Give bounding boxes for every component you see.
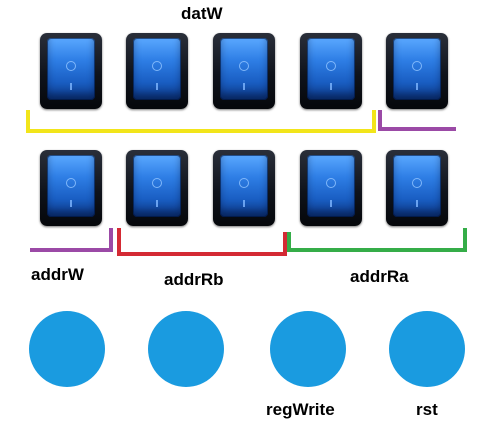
power-i-icon [156,83,158,90]
datw-switch-3[interactable] [126,33,188,109]
led-1[interactable] [148,311,224,387]
power-i-icon [70,200,72,207]
power-o-icon [239,61,249,71]
rocker [393,155,441,217]
power-o-icon [412,61,422,71]
power-o-icon [152,61,162,71]
addrrb-label: addrRb [164,270,224,289]
power-o-icon [66,61,76,71]
power-i-icon [330,83,332,90]
power-i-icon [243,83,245,90]
addr-switch-0[interactable] [386,150,448,226]
addrw-label: addrW [31,265,84,284]
datw-switch-1[interactable] [300,33,362,109]
addrrb-bracket [117,228,287,256]
addr-switch-2[interactable] [213,150,275,226]
addr-switch-4[interactable] [40,150,102,226]
regwrite-label: regWrite [266,400,335,419]
rocker [133,155,181,217]
rocker [307,155,355,217]
datw-switch-4[interactable] [40,33,102,109]
power-i-icon [70,83,72,90]
rocker [393,38,441,100]
datw-bit0-bracket [378,110,456,131]
rocker [307,38,355,100]
power-o-icon [239,178,249,188]
power-i-icon [243,200,245,207]
rst-led[interactable] [389,311,465,387]
power-o-icon [412,178,422,188]
addr-switch-3[interactable] [126,150,188,226]
regwrite-led[interactable] [270,311,346,387]
rocker [220,38,268,100]
power-i-icon [416,200,418,207]
power-i-icon [416,83,418,90]
addrra-bracket [287,228,467,252]
power-i-icon [330,200,332,207]
addr-switch-1[interactable] [300,150,362,226]
power-i-icon [156,200,158,207]
power-o-icon [326,61,336,71]
rocker [220,155,268,217]
power-o-icon [66,178,76,188]
rst-label: rst [416,400,438,419]
power-o-icon [152,178,162,188]
power-o-icon [326,178,336,188]
rocker [47,155,95,217]
datw-label: datW [181,4,223,23]
rocker [133,38,181,100]
datw-bracket [26,110,376,133]
datw-switch-0[interactable] [386,33,448,109]
datw-switch-2[interactable] [213,33,275,109]
addrw-bracket [30,228,113,252]
rocker [47,38,95,100]
addrra-label: addrRa [350,267,409,286]
led-0[interactable] [29,311,105,387]
